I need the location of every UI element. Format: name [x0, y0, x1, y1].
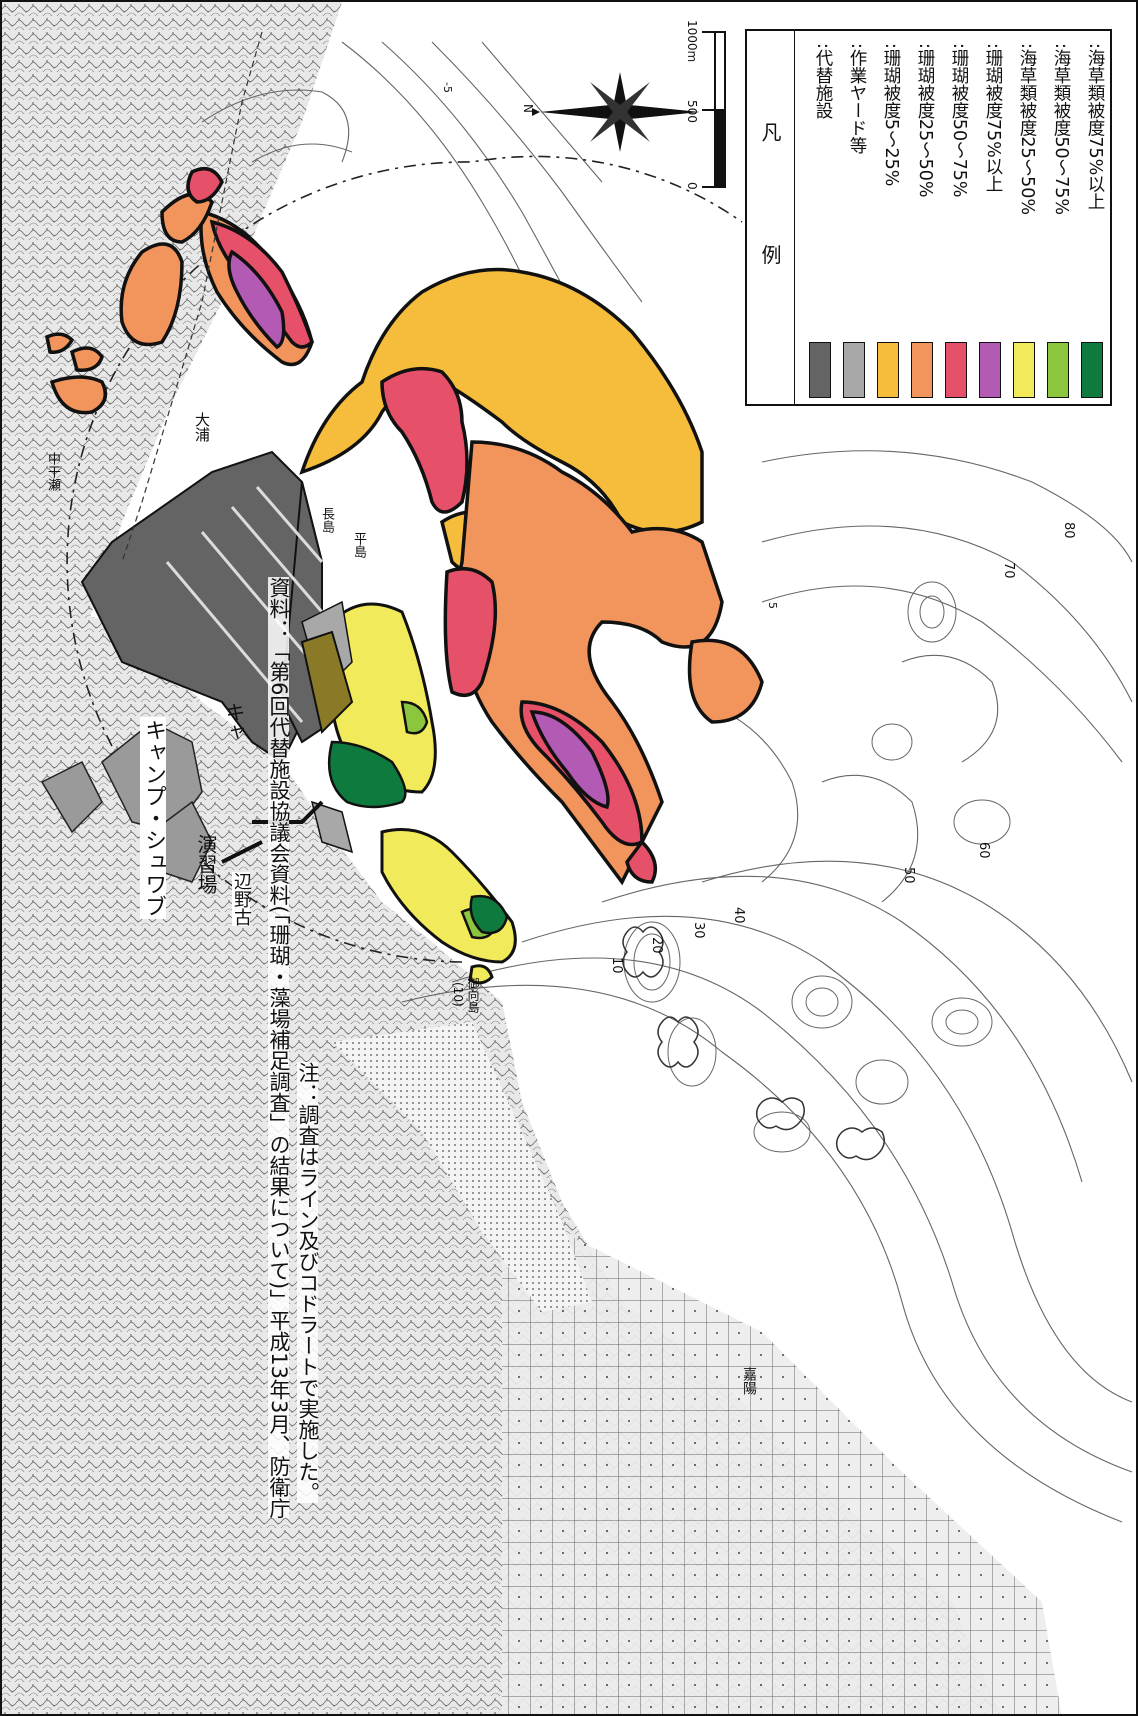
legend-item: :珊瑚被度25～50% — [907, 43, 943, 398]
depth-label: 20 — [649, 937, 664, 954]
legend-swatch — [843, 342, 865, 398]
place-oura: 大浦 — [193, 412, 211, 442]
legend-item: :珊瑚被度75%以上 — [975, 43, 1011, 398]
legend-item-label: :海草類被度75%以上 — [1085, 43, 1105, 211]
depth-label: 80 — [1061, 522, 1076, 539]
legend-item: :海草類被度25～50% — [1009, 43, 1045, 398]
place-hirashima: 平島 — [351, 532, 366, 558]
place-training-area: 演習場 — [194, 834, 218, 894]
legend-swatch — [979, 342, 1001, 398]
depth-label: 70 — [1001, 562, 1016, 579]
scale-tick-0: 0 — [685, 182, 699, 190]
place-henoko: 辺野古 — [231, 872, 252, 926]
depth-label: 40 — [731, 907, 746, 924]
land-upper — [2, 2, 342, 1202]
legend-swatch — [1013, 342, 1035, 398]
place-ochigami-num: (10) — [451, 982, 465, 1007]
depth-label: -5 — [441, 82, 454, 93]
depth-label: 30 — [691, 922, 706, 939]
legend: 凡 例 :代替施設 :作業ヤード等 :珊瑚被度5～25% :珊瑚被度25～50% :珊瑚… — [745, 29, 1112, 406]
beach-dots — [332, 1022, 592, 1312]
legend-item: :作業ヤード等 — [839, 43, 875, 398]
legend-item: :代替施設 — [805, 43, 841, 398]
legend-item-label: :珊瑚被度25～50% — [915, 43, 935, 198]
place-ochigami: 御向島 — [466, 977, 480, 1013]
legend-swatch — [877, 342, 899, 398]
legend-item: :珊瑚被度50～75% — [941, 43, 977, 398]
town-grid — [502, 1202, 1062, 1714]
legend-item: :海草類被度75%以上 — [1077, 43, 1113, 398]
depth-label: 10 — [609, 957, 624, 974]
depth-label: 50 — [901, 867, 916, 884]
legend-swatch — [809, 342, 831, 398]
legend-item-label: :海草類被度25～50% — [1017, 43, 1037, 216]
legend-title: 凡 例 — [747, 31, 795, 404]
depth-label: 5 — [766, 602, 779, 609]
legend-swatch — [1047, 342, 1069, 398]
reef-outlines — [622, 926, 885, 1161]
coral-75-plus — [227, 249, 610, 810]
note-text-1: 注：調査はライン及びコドラートで実施した。 — [296, 1062, 320, 1503]
legend-item-label: :作業ヤード等 — [847, 43, 867, 154]
legend-item: :珊瑚被度5～25% — [873, 43, 909, 398]
contour-rings — [623, 581, 1011, 1153]
legend-item-label: :代替施設 — [813, 43, 833, 119]
legend-swatch — [945, 342, 967, 398]
note-text-2: 資料：「第6回代替施設協議会資料(「珊瑚・藻場補足調査」の結果について)」平成1… — [267, 577, 291, 1519]
legend-item-label: :珊瑚被度5～25% — [881, 43, 901, 187]
north-label: N — [521, 104, 535, 113]
legend-item-label: :海草類被度50～75% — [1051, 43, 1071, 216]
legend-item-label: :珊瑚被度50～75% — [949, 43, 969, 198]
scale-tick-500: 500 — [685, 100, 699, 123]
legend-swatch — [1081, 342, 1103, 398]
place-camp-short: キャ — [222, 702, 246, 742]
north-arrow — [532, 72, 700, 152]
place-nagashima: 長島 — [319, 507, 334, 533]
depth-label: 60 — [976, 842, 991, 859]
legend-item-label: :珊瑚被度75%以上 — [983, 43, 1003, 193]
scale-bar — [702, 31, 726, 188]
place-nakabishi: 中干瀬 — [45, 452, 60, 491]
legend-swatch — [911, 342, 933, 398]
seagrass-75-plus — [327, 740, 509, 935]
place-kaya: 嘉陽 — [741, 1367, 757, 1395]
legend-item: :海草類被度50～75% — [1043, 43, 1079, 398]
scale-tick-1000: 1000m — [685, 20, 699, 63]
camp-boundary — [121, 31, 263, 563]
place-camp-schwab: キャンプ・シュワブ — [140, 717, 166, 919]
facility-overlap — [300, 630, 354, 734]
